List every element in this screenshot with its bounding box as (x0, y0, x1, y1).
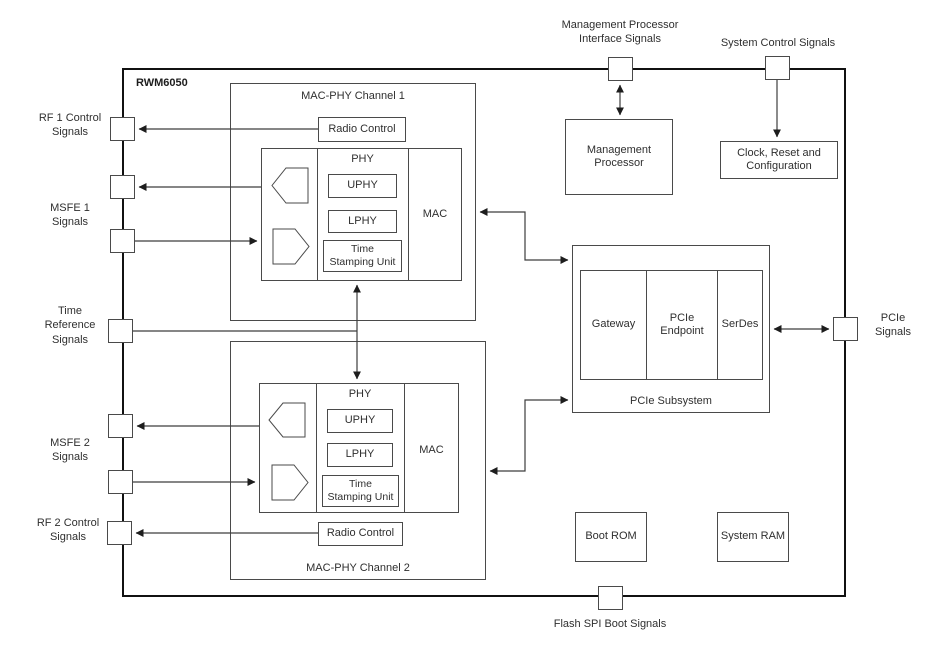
pcie-signals-label: PCIe Signals (874, 312, 912, 339)
rf1-control-label: RF 1 Control Signals (38, 112, 102, 139)
msfe1-label: MSFE 1 Signals (50, 202, 90, 229)
flash-spi-label: Flash SPI Boot Signals (553, 618, 667, 630)
channel2-uphy: UPHY (327, 409, 393, 433)
channel1-radio-control: Radio Control (318, 117, 406, 142)
time-reference-port (108, 319, 133, 343)
msfe2-port-b (108, 470, 133, 494)
msfe2-label: MSFE 2 Signals (50, 437, 90, 464)
management-interface-label: Management Processor Interface Signals (561, 19, 679, 46)
channel2-mac-label: MAC (419, 444, 444, 456)
management-processor-block: Management Processor (565, 119, 673, 195)
pcie-endpoint: PCIe Endpoint (647, 271, 718, 379)
flash-spi-port (598, 586, 623, 610)
boot-rom-block: Boot ROM (575, 512, 647, 562)
msfe1-port-b (110, 229, 135, 253)
channel2-divider-phy-mac (404, 383, 405, 513)
mac-phy-channel-2-title: MAC-PHY Channel 2 (306, 562, 410, 574)
pcie-gateway: Gateway (581, 271, 647, 379)
channel1-time-stamping-unit: Time Stamping Unit (323, 240, 402, 272)
channel2-divider-antenna-phy (316, 383, 317, 513)
channel1-mac-label: MAC (422, 208, 448, 220)
system-control-port (765, 56, 790, 80)
pcie-serdes: SerDes (718, 271, 762, 379)
channel2-time-stamping-unit: Time Stamping Unit (322, 475, 399, 507)
rf2-control-label: RF 2 Control Signals (36, 517, 100, 544)
chip-name: RWM6050 (136, 77, 188, 89)
msfe1-port-a (110, 175, 135, 199)
channel1-lphy: LPHY (328, 210, 397, 233)
channel2-lphy: LPHY (327, 443, 393, 467)
channel1-divider-phy-mac (408, 148, 409, 281)
channel1-uphy: UPHY (328, 174, 397, 198)
channel2-radio-control: Radio Control (318, 522, 403, 546)
pcie-subsystem-title: PCIe Subsystem (630, 395, 712, 407)
pcie-signals-port (833, 317, 858, 341)
management-interface-port (608, 57, 633, 81)
rf2-control-port (107, 521, 132, 545)
clock-reset-configuration-block: Clock, Reset and Configuration (720, 141, 838, 179)
system-ram-block: System RAM (717, 512, 789, 562)
channel1-phy-label: PHY (351, 153, 374, 165)
pcie-subsystem-inner: Gateway PCIe Endpoint SerDes (580, 270, 763, 380)
mac-phy-channel-1-title: MAC-PHY Channel 1 (301, 90, 405, 102)
channel2-phy-label: PHY (348, 388, 372, 400)
time-reference-label: Time Reference Signals (44, 305, 96, 346)
rf1-control-port (110, 117, 135, 141)
msfe2-port-a (108, 414, 133, 438)
system-control-label: System Control Signals (720, 37, 836, 49)
channel1-divider-antenna-phy (317, 148, 318, 281)
